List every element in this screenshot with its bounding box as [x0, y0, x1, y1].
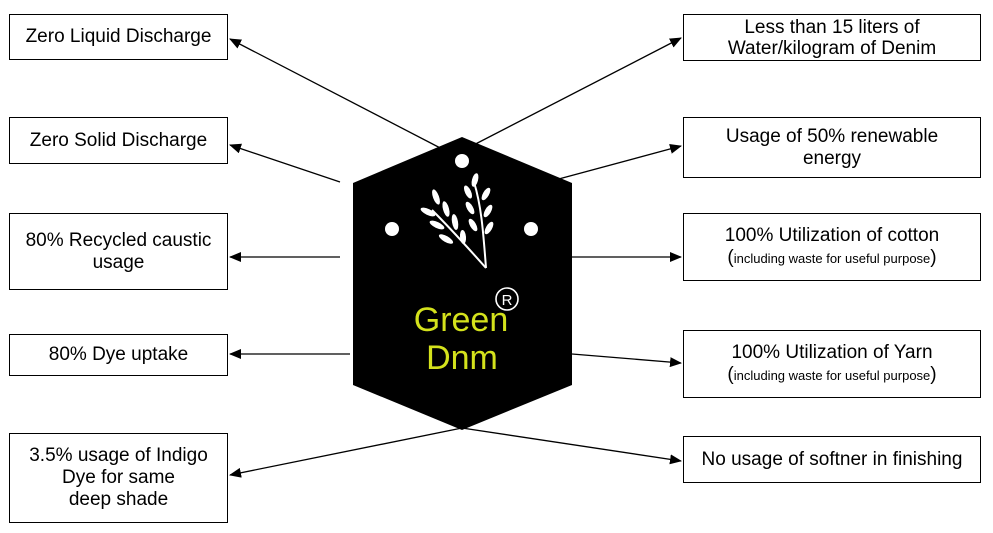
- registered-letter: R: [502, 292, 513, 309]
- water-usage-box: Less than 15 liters of Water/kilogram of…: [683, 14, 981, 61]
- water-usage-line-2: Water/kilogram of Denim: [727, 37, 937, 59]
- arrow-zero-liquid: [229, 38, 449, 153]
- tag-shape: [353, 137, 572, 430]
- softner-box: No usage of softner in finishing: [683, 436, 981, 483]
- tag-hole-right: [524, 222, 538, 236]
- renewable-energy-box: Usage of 50% renewable energy: [683, 117, 981, 178]
- wheat-leaf-icon: [420, 173, 494, 269]
- zero-liquid-discharge-label: Zero Liquid Discharge: [25, 26, 212, 47]
- yarn-note-text: including waste for useful purpose: [733, 367, 931, 383]
- recycled-caustic-line-2: usage: [92, 251, 145, 273]
- zero-solid-discharge-label: Zero Solid Discharge: [29, 129, 208, 151]
- cotton-utilization-box: 100% Utilization of cotton (including wa…: [683, 213, 981, 281]
- dye-uptake-label: 80% Dye uptake: [48, 344, 189, 365]
- arrow-zero-solid: [229, 143, 341, 183]
- brand-line-2: Dnm: [426, 339, 498, 377]
- brand-line-1: Green: [414, 301, 509, 339]
- yarn-utilization-box: 100% Utilization of Yarn (including wast…: [683, 330, 981, 398]
- tag-hole-top: [455, 154, 469, 168]
- cotton-waste-note: (including waste for useful purpose): [727, 247, 936, 270]
- connector-arrows: [229, 37, 682, 478]
- arrow-yarn: [571, 353, 682, 368]
- green-dnm-tag: Green Dnm ® R: [353, 137, 572, 430]
- renewable-energy-line-2: energy: [802, 147, 862, 169]
- yarn-utilization-label: 100% Utilization of Yarn: [731, 341, 933, 363]
- indigo-dye-line-3: deep shade: [68, 489, 169, 510]
- cotton-note-text: including waste for useful purpose: [733, 250, 931, 266]
- dye-uptake-box: 80% Dye uptake: [9, 334, 228, 376]
- cotton-note-close: ): [930, 246, 937, 268]
- softner-label: No usage of softner in finishing: [701, 448, 963, 470]
- arrow-softner: [461, 427, 682, 465]
- yarn-waste-note: (including waste for useful purpose): [727, 364, 936, 387]
- yarn-note-open: (: [727, 363, 734, 385]
- cotton-utilization-label: 100% Utilization of cotton: [724, 224, 940, 246]
- arrow-indigo: [229, 427, 463, 478]
- zero-liquid-discharge-box: Zero Liquid Discharge: [9, 14, 228, 60]
- zero-solid-discharge-box: Zero Solid Discharge: [9, 117, 228, 164]
- arrow-renewable: [554, 144, 682, 181]
- recycled-caustic-box: 80% Recycled caustic usage: [9, 213, 228, 290]
- registered-circle: [495, 287, 519, 311]
- yarn-note-close: ): [930, 363, 937, 385]
- renewable-energy-line-1: Usage of 50% renewable: [725, 125, 939, 147]
- indigo-dye-box: 3.5% usage of Indigo Dye for same deep s…: [9, 433, 228, 523]
- cotton-note-open: (: [727, 246, 734, 268]
- tag-hole-left: [385, 222, 399, 236]
- indigo-dye-line-2: Dye for same: [62, 467, 175, 488]
- recycled-caustic-line-1: 80% Recycled caustic: [25, 229, 212, 251]
- arrow-water: [459, 37, 682, 153]
- water-usage-line-1: Less than 15 liters of: [744, 16, 920, 38]
- indigo-dye-line-1: 3.5% usage of Indigo: [29, 445, 208, 466]
